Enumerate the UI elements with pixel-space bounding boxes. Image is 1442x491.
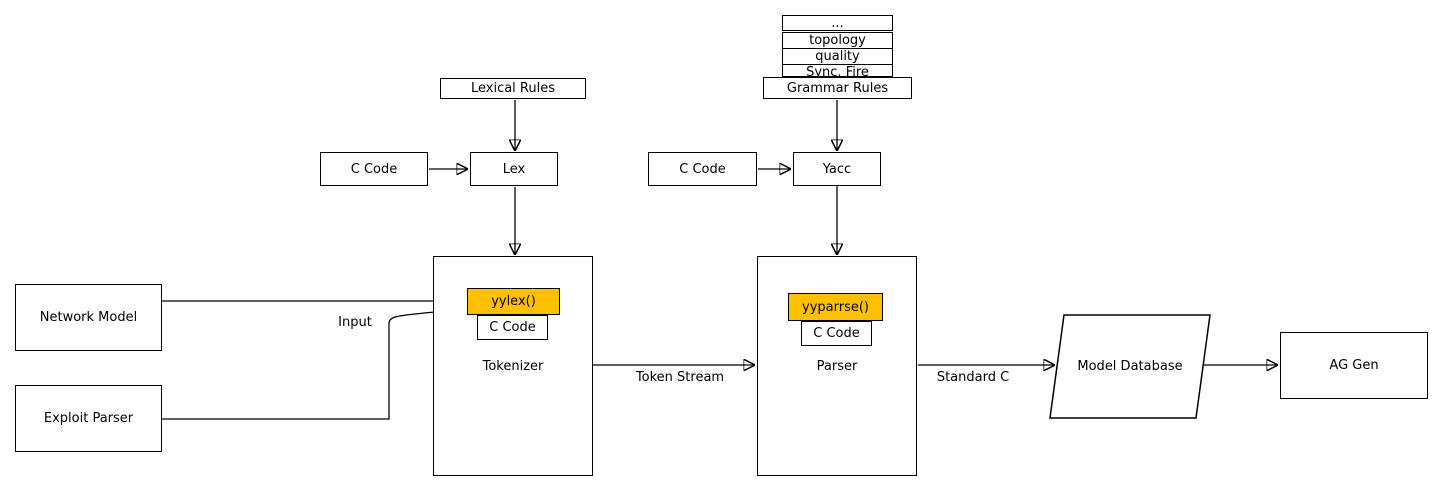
stack-row-dots: ... bbox=[782, 15, 893, 31]
node-c-code-yacc: C Code bbox=[648, 152, 757, 186]
node-network-model: Network Model bbox=[15, 284, 162, 351]
edge-label-standard-c: Standard C bbox=[936, 370, 1010, 385]
node-exploit-parser: Exploit Parser bbox=[15, 385, 162, 452]
stack-rows: topology quality Sync. Fire bbox=[782, 32, 893, 80]
stack-row-quality: quality bbox=[783, 48, 892, 64]
parser-label: Parser bbox=[816, 359, 858, 374]
node-yyparse: yyparrse() bbox=[788, 293, 883, 321]
node-grammar-rules: Grammar Rules bbox=[763, 77, 912, 99]
node-c-code-yylex: C Code bbox=[477, 315, 548, 340]
node-parser-box bbox=[757, 256, 917, 476]
edge-label-token-stream: Token Stream bbox=[635, 370, 725, 385]
stack-row-topology: topology bbox=[809, 33, 866, 48]
node-ag-gen: AG Gen bbox=[1280, 332, 1428, 399]
node-yylex: yylex() bbox=[467, 288, 560, 315]
node-lex: Lex bbox=[470, 152, 558, 186]
model-database-label: Model Database bbox=[1077, 359, 1183, 374]
node-c-code-yyparse: C Code bbox=[801, 321, 872, 346]
node-yacc: Yacc bbox=[793, 152, 881, 186]
tokenizer-label: Tokenizer bbox=[482, 359, 544, 374]
edge-label-input: Input bbox=[338, 315, 372, 330]
stack-row-sync-fire: Sync. Fire bbox=[783, 64, 892, 80]
node-lexical-rules: Lexical Rules bbox=[440, 78, 586, 99]
node-c-code-lex: C Code bbox=[320, 152, 428, 186]
